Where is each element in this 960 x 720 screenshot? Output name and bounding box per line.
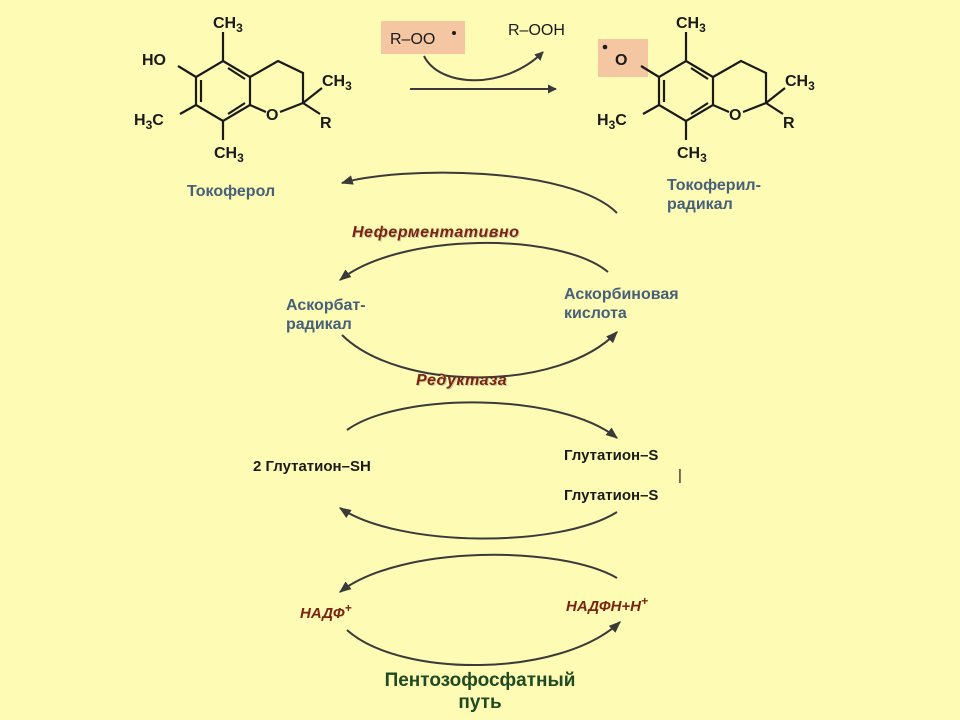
peroxyl-radical-highlight bbox=[381, 21, 465, 54]
glutathione-ss-line2: Глутатион–S bbox=[564, 487, 659, 504]
glutathione-sh-label: 2 Глутатион–SH bbox=[253, 458, 371, 475]
radical-r-group: R bbox=[783, 115, 795, 132]
tocopherol-benzene-ring bbox=[194, 59, 252, 123]
cycle1-top-arrow bbox=[340, 171, 618, 214]
ascorbic-acid-line1: Аскорбиновая bbox=[564, 286, 679, 303]
radical-name-line2: радикал bbox=[667, 196, 733, 213]
radical-benzene-ring bbox=[657, 59, 715, 123]
cycle4-bottom-arrow bbox=[346, 621, 621, 666]
reductase-label: Редуктаза bbox=[416, 372, 508, 389]
radical-name-line1: Токоферил- bbox=[667, 177, 761, 194]
radical-ch3-bottom: CH3 bbox=[677, 145, 707, 165]
ascorbate-radical-line1: Аскорбат- bbox=[286, 297, 366, 314]
radical-structure bbox=[640, 32, 786, 140]
radical-ch3-c2: CH3 bbox=[785, 73, 815, 93]
tocopherol-name: Токоферол bbox=[187, 183, 276, 200]
peroxyl-conversion-arrow bbox=[423, 51, 544, 82]
pentose-pathway-line1: Пентозофосфатный bbox=[384, 670, 576, 691]
glutathione-ss-line1: Глутатион–S bbox=[564, 447, 659, 464]
ascorbic-acid-line2: кислота bbox=[564, 305, 627, 322]
cycle3-bottom-arrow bbox=[339, 507, 618, 540]
radical-dot-oxygen bbox=[602, 44, 608, 50]
cycle4-top-arrow bbox=[339, 553, 618, 593]
tocopherol-h3c: H3C bbox=[134, 112, 164, 132]
radical-ch3-top: CH3 bbox=[676, 15, 706, 35]
tocopherol-ch3-c2: CH3 bbox=[322, 73, 352, 93]
hydroperoxide-label: R–OOH bbox=[508, 22, 565, 39]
tocopherol-ring-oxygen: O bbox=[266, 107, 278, 124]
pentose-pathway-line2: путь bbox=[458, 692, 502, 713]
ascorbate-radical-line2: радикал bbox=[286, 316, 352, 333]
peroxyl-radical-label: R–OO bbox=[390, 31, 435, 48]
radical-oxygen: O bbox=[615, 52, 627, 69]
radical-ring-oxygen: O bbox=[729, 107, 741, 124]
nadp-label: НАДФ+ bbox=[300, 601, 352, 622]
radical-pyran-ring bbox=[712, 59, 768, 114]
cycle1-bottom-arrow bbox=[339, 242, 609, 281]
peroxyl-radical-dot bbox=[452, 31, 456, 35]
tocopherol-r-group: R bbox=[320, 115, 332, 132]
tocopherol-structure bbox=[177, 32, 323, 140]
glutathione-ss-bar: | bbox=[678, 467, 682, 484]
radical-h3c: H3C bbox=[597, 112, 627, 132]
nadph-label: НАДФН+Н+ bbox=[566, 594, 649, 615]
tocopherol-ch3-bottom: CH3 bbox=[214, 145, 244, 165]
tocopherol-pyran-ring bbox=[249, 59, 305, 114]
tocopherol-ho: HO bbox=[142, 52, 166, 69]
cycle3-top-arrow bbox=[346, 401, 618, 439]
nonenzymatic-label: Неферментативно bbox=[352, 224, 520, 241]
tocopherol-ch3-top: CH3 bbox=[213, 15, 243, 35]
cycle2-arrow bbox=[341, 331, 618, 379]
